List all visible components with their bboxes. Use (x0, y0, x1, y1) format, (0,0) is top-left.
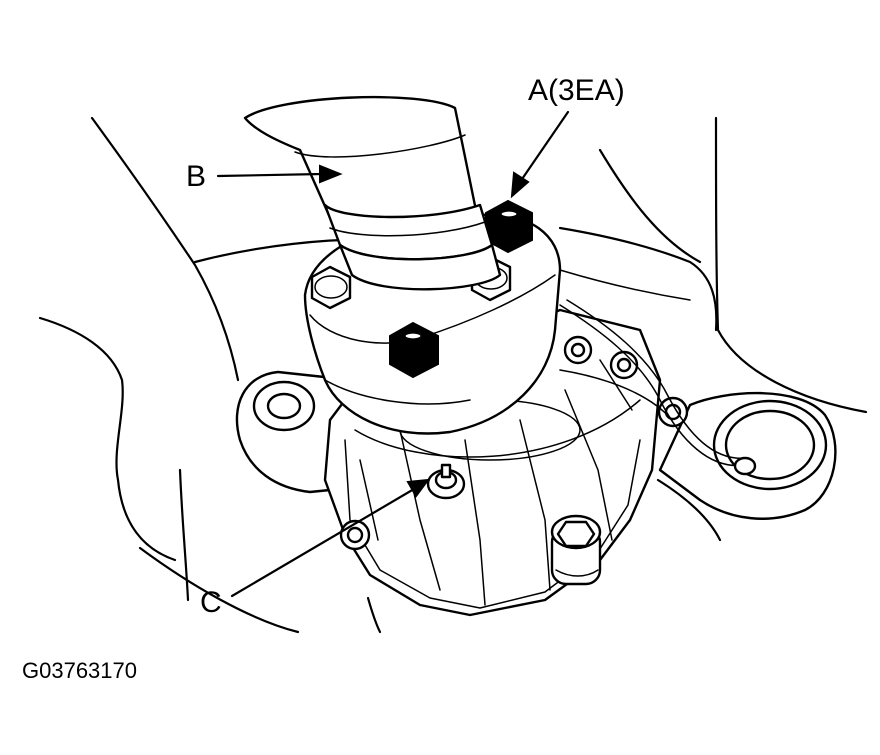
leader-arrow-a (510, 110, 570, 199)
label-b: B (186, 160, 206, 193)
leader-arrow-c (230, 478, 431, 598)
label-a: A(3EA) (528, 74, 625, 107)
drain-plug (550, 514, 602, 586)
flange-bolt-black-bottom (389, 321, 439, 379)
leader-arrow-b (216, 164, 343, 184)
propeller-shaft-icon (243, 95, 502, 291)
flange-bolt-white-left (310, 265, 352, 310)
left-mount-bracket (235, 370, 354, 494)
vehicle-body-outline (38, 116, 868, 634)
figure-code: G03763170 (22, 658, 137, 683)
label-c: C (200, 586, 222, 619)
breather-hose (559, 299, 757, 476)
mounting-nut-icon (426, 463, 466, 500)
